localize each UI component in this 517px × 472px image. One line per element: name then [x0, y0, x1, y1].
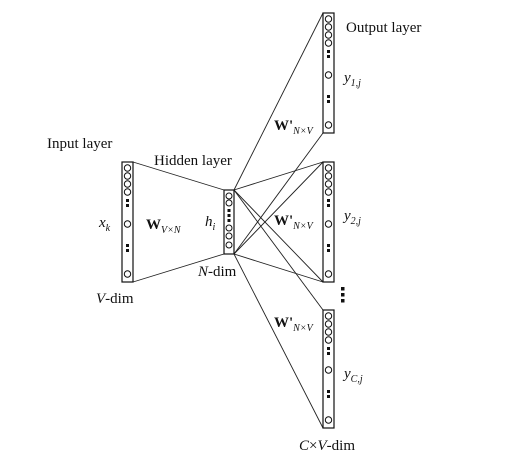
ellipsis-dot	[327, 204, 330, 207]
ellipsis-dot	[327, 352, 330, 355]
output-node	[324, 336, 333, 344]
hidden-node	[225, 232, 233, 240]
hidden-node	[225, 241, 233, 249]
edge-hidden-bottom-output1	[233, 132, 324, 255]
edge-hidden-top-outputC	[233, 189, 324, 311]
hidden-layer-label: Hidden layer	[154, 153, 232, 169]
output-node	[324, 328, 333, 336]
edge-input-bottom	[132, 253, 225, 283]
output-vector-1	[322, 12, 335, 134]
output-node	[324, 121, 333, 129]
output-node	[324, 270, 333, 278]
edge-input-top	[132, 161, 225, 191]
ellipsis-dot	[126, 244, 129, 247]
edge-hidden-top-output2	[233, 161, 324, 191]
hidden-layer-vector	[223, 189, 235, 255]
output-layer-label: Output layer	[346, 20, 421, 36]
connections	[132, 12, 324, 429]
ellipsis-dot	[227, 209, 231, 212]
output-node	[324, 164, 333, 172]
output-node	[324, 31, 333, 39]
output-node	[324, 180, 333, 188]
edge-hidden-top-output1	[233, 12, 324, 191]
w-output-matrix-label-3: W'N×V	[274, 315, 315, 334]
ellipsis-dot	[327, 244, 330, 247]
output-vector-C	[322, 309, 335, 429]
input-node	[123, 172, 132, 180]
ellipsis-dot	[327, 95, 330, 98]
output-node	[324, 71, 333, 79]
ellipsis-dot	[126, 199, 129, 202]
ellipsis-dot	[227, 214, 231, 217]
output-group-ellipsis	[341, 287, 345, 303]
ellipsis-dot	[327, 390, 330, 393]
input-node	[123, 180, 132, 188]
ellipsis-dot	[327, 199, 330, 202]
output-node	[324, 220, 333, 228]
edge-hidden-top-output2-cross	[233, 189, 324, 283]
y-cj-label: yC,j	[342, 366, 363, 385]
ellipsis-dot	[126, 204, 129, 207]
y-2j-label: y2,j	[342, 208, 361, 227]
input-node	[123, 220, 132, 228]
input-node	[123, 270, 132, 278]
input-layer-vector	[121, 161, 134, 283]
ellipsis-dot	[327, 395, 330, 398]
h-i-label: hi	[205, 214, 216, 233]
x-k-label: xk	[98, 215, 111, 234]
output-node	[324, 188, 333, 196]
w-input-matrix-label: WV×N	[146, 217, 182, 236]
hidden-node	[225, 192, 233, 200]
w-output-matrix-label-2: W'N×V	[274, 213, 315, 232]
input-node	[123, 164, 132, 172]
hidden-node	[225, 224, 233, 232]
output-node	[324, 15, 333, 23]
ellipsis-dot	[227, 219, 231, 222]
n-dim-label: N-dim	[197, 264, 237, 280]
edge-hidden-bottom-output2-cross	[233, 161, 324, 255]
edge-hidden-bottom-outputC	[233, 253, 324, 429]
w-output-matrix-label-1: W'N×V	[274, 118, 315, 137]
input-layer-label: Input layer	[47, 136, 112, 152]
output-node	[324, 320, 333, 328]
v-dim-label: V-dim	[96, 291, 134, 307]
ellipsis-dot	[327, 100, 330, 103]
output-node	[324, 39, 333, 47]
output-node	[324, 416, 333, 424]
ellipsis-dot	[327, 55, 330, 58]
output-vector-2	[322, 161, 335, 283]
ellipsis-dot	[126, 249, 129, 252]
ellipsis-dot	[327, 347, 330, 350]
cxv-dim-label: C×V-dim	[299, 438, 355, 454]
output-node	[324, 312, 333, 320]
edge-hidden-bottom-output2	[233, 253, 324, 283]
ellipsis-dot	[327, 249, 330, 252]
y-1j-label: y1,j	[342, 70, 361, 89]
ellipsis-dot	[327, 50, 330, 53]
output-node	[324, 23, 333, 31]
input-node	[123, 188, 132, 196]
output-node	[324, 366, 333, 374]
hidden-node	[225, 199, 233, 207]
output-node	[324, 172, 333, 180]
